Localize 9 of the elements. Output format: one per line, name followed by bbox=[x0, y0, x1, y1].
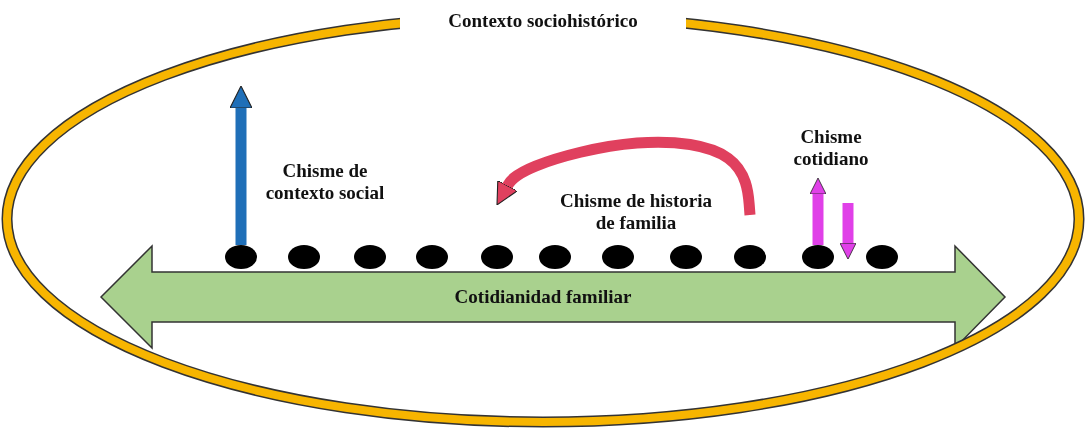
annotation-text: Chisme cotidiano bbox=[792, 126, 870, 170]
annotation-text: Chisme de historia de familia bbox=[559, 190, 713, 234]
arrow bbox=[496, 136, 756, 216]
title-text: Contexto sociohistórico bbox=[400, 10, 686, 32]
arrow bbox=[809, 177, 827, 245]
arrow bbox=[839, 203, 857, 260]
arrow bbox=[229, 85, 253, 245]
annotation-text: Chisme de contexto social bbox=[264, 160, 386, 204]
node-label: Cotidianidad familiar bbox=[453, 286, 633, 308]
